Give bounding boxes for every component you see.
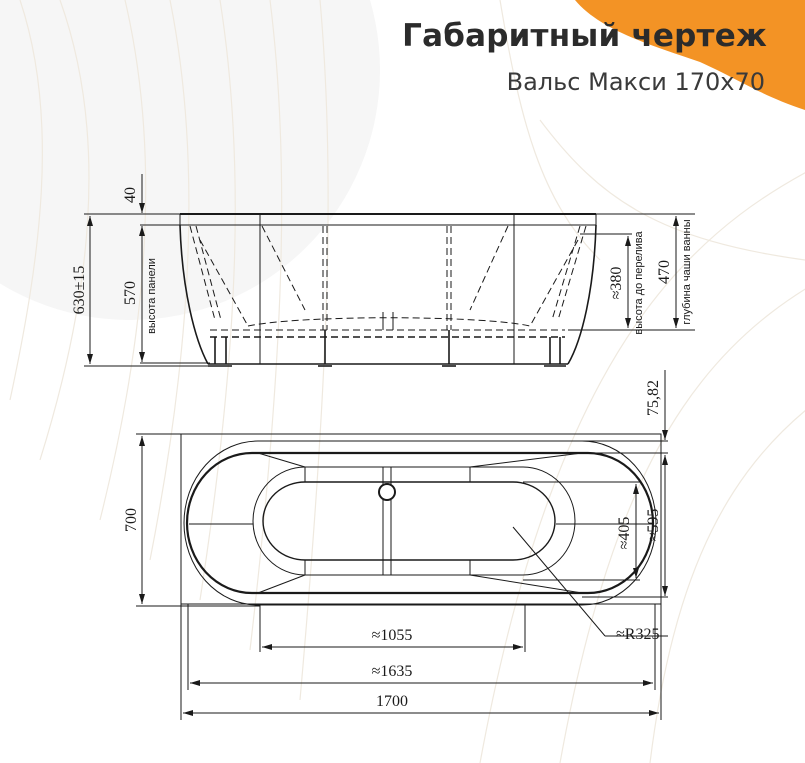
- dim-inner-length: ≈1055: [372, 627, 413, 644]
- dim-bowl-depth: 470: [656, 260, 673, 284]
- model-subtitle: Вальс Макси 170x70: [506, 68, 765, 96]
- dim-panel-height: 570: [122, 281, 139, 305]
- top-view-labels: 700 75,82 ≈405 ≈595 ≈R325 ≈1055 ≈1635 17…: [123, 380, 662, 710]
- dim-outer-length: ≈1635: [372, 663, 413, 680]
- dim-total-length: 1700: [376, 693, 408, 710]
- label-bowl-depth: глубина чаши ванны: [681, 219, 693, 324]
- dim-inner-width: ≈405: [616, 517, 633, 550]
- side-view: [84, 174, 695, 367]
- side-view-labels: 40 630±15 570 высота панели ≈380 высота …: [71, 187, 693, 335]
- dim-width: 700: [123, 508, 140, 532]
- dim-overflow-height: ≈380: [608, 267, 625, 300]
- dim-outer-width: ≈595: [645, 509, 662, 542]
- top-view: [136, 370, 668, 720]
- dim-rim-offset: 75,82: [645, 380, 662, 416]
- dim-radius: ≈R325: [616, 626, 659, 643]
- page-title: Габаритный чертеж: [402, 18, 767, 54]
- dim-top-rim: 40: [122, 187, 139, 203]
- label-overflow-height: высота до перелива: [633, 230, 645, 334]
- dim-total-height: 630±15: [71, 266, 88, 315]
- label-panel-height: высота панели: [146, 258, 158, 334]
